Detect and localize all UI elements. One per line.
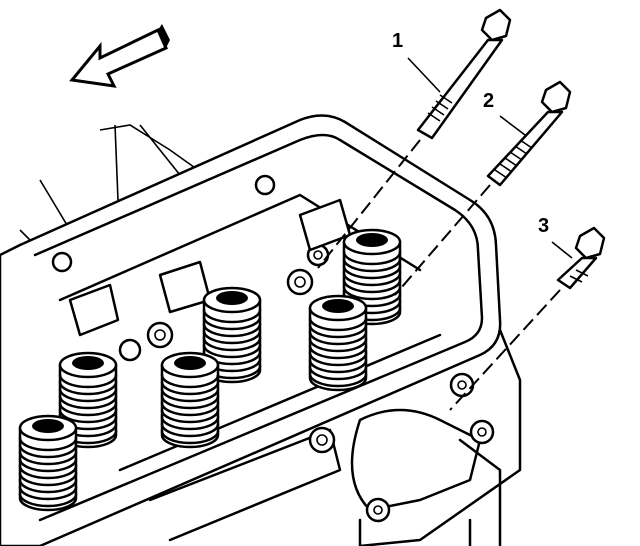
bolt-3 [449,226,606,411]
valve-spring [18,414,78,512]
direction-arrow-icon [69,24,170,88]
leader-line-2 [499,115,526,136]
callout-3: 3 [538,215,550,237]
callout-2: 2 [483,90,495,112]
valve-spring [160,351,220,449]
bolt-1 [317,8,512,269]
callout-1: 1 [392,30,404,52]
valve-spring [308,294,368,392]
leader-line-3 [551,241,573,259]
bolt-2 [394,80,572,296]
leader-line-1 [407,57,441,93]
